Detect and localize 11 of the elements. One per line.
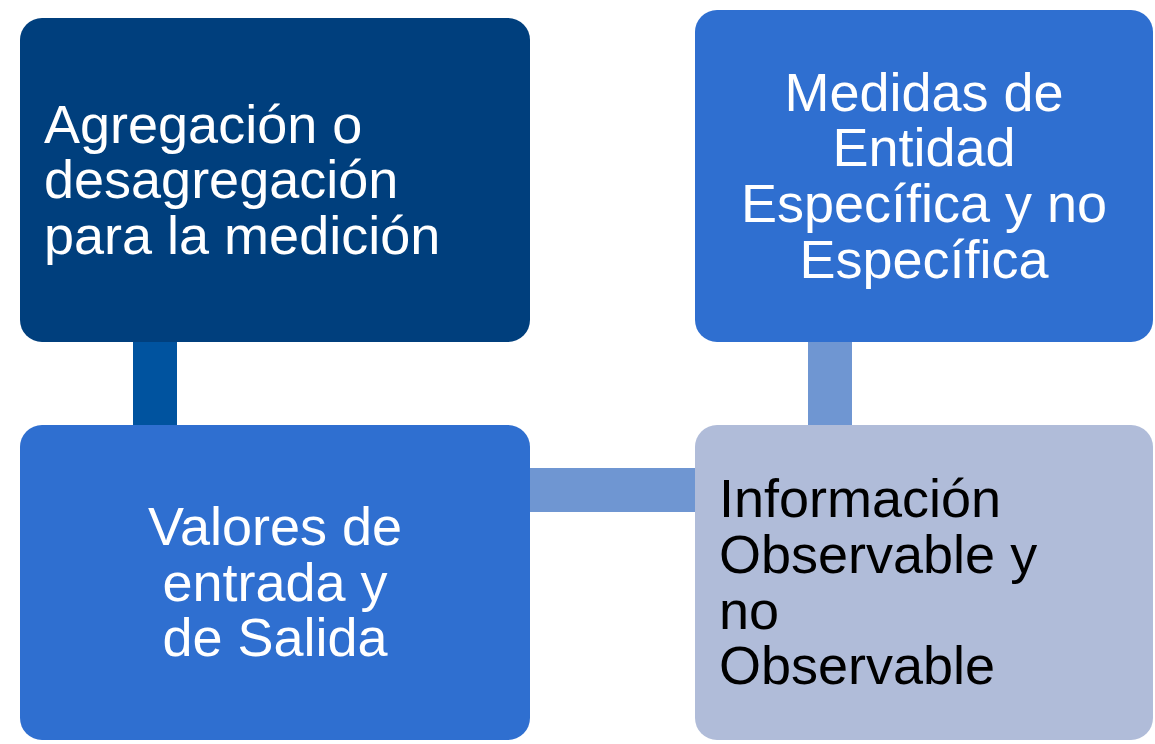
process-box (695, 10, 1153, 342)
process-box (20, 18, 530, 342)
process-box (695, 425, 1153, 740)
process-box (20, 425, 530, 740)
box-label: Agregación o desagregación para la medición (44, 96, 442, 264)
box-label: Medidas de Entidad Específica y no Específica (739, 64, 1109, 288)
connector-bar (530, 468, 695, 512)
connector-bar (808, 342, 852, 425)
connector-bar (133, 342, 177, 425)
box-label: Valores de entrada y de Salida (146, 499, 404, 666)
box-label: Información Observable y no Observable (719, 471, 1039, 694)
